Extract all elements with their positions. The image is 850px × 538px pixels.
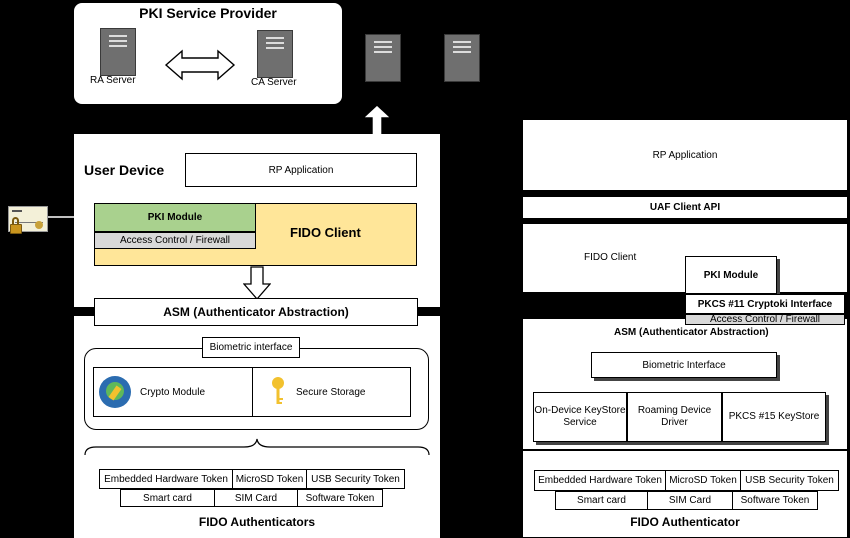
- pkcs11-box: PKCS #11 Cryptoki Interface: [685, 294, 845, 314]
- token-cell: MicroSD Token: [232, 469, 307, 489]
- fido-authenticator-title-right: FIDO Authenticator: [630, 515, 740, 529]
- token-cell: MicroSD Token: [665, 470, 741, 491]
- key-icon: [272, 377, 284, 404]
- asm-box: ASM (Authenticator Abstraction): [94, 298, 418, 326]
- pki-module-box-right: PKI Module: [685, 256, 777, 294]
- biometric-interface-box: Biometric interface: [202, 337, 300, 358]
- token-cell: Smart card: [555, 491, 648, 510]
- biometric-interface-label: Biometric interface: [209, 342, 293, 353]
- access-control-box: Access Control / Firewall: [94, 232, 256, 249]
- pkcs15-box: PKCS #15 KeyStore: [722, 392, 826, 442]
- crypto-module-label: Crypto Module: [140, 387, 206, 398]
- bidirectional-arrow-icon: [164, 49, 236, 81]
- fido-client-label: FIDO Client: [290, 225, 361, 240]
- token-cell: SIM Card: [214, 489, 298, 507]
- token-cell: Smart card: [120, 489, 215, 507]
- roaming-driver-box: Roaming Device Driver: [627, 392, 722, 442]
- ra-server-icon: [100, 28, 136, 76]
- biometric-interface-box-right: Biometric Interface: [591, 352, 777, 378]
- ra-server-label: RA Server: [90, 75, 136, 86]
- fido-client-label-right: FIDO Client: [584, 252, 637, 263]
- asm-label-right: ASM (Authenticator Abstraction): [614, 327, 769, 338]
- token-cell: Embedded Hardware Token: [534, 470, 666, 491]
- pki-module-label: PKI Module: [147, 212, 203, 223]
- token-cell: Software Token: [732, 491, 818, 510]
- rp-application-label: RP Application: [268, 164, 334, 176]
- access-control-box-right: Access Control / Firewall: [685, 314, 845, 325]
- pki-title: PKI Service Provider: [139, 5, 277, 21]
- rp-application-box: RP Application: [185, 153, 417, 187]
- token-cell: Embedded Hardware Token: [99, 469, 233, 489]
- fido-authenticators-title: FIDO Authenticators: [198, 515, 316, 529]
- arrow-down-icon: [243, 266, 271, 300]
- token-cell: USB Security Token: [740, 470, 839, 491]
- crypto-module-icon: [99, 376, 131, 408]
- uaf-client-api-box: UAF Client API: [522, 196, 848, 219]
- rp-application-box-right: RP Application: [522, 119, 848, 191]
- token-cell: USB Security Token: [306, 469, 405, 489]
- secure-storage-label: Secure Storage: [296, 387, 366, 398]
- token-cell: Software Token: [297, 489, 383, 507]
- access-control-label: Access Control / Firewall: [119, 235, 231, 246]
- keystore-service-box: On-Device KeyStore Service: [533, 392, 627, 442]
- brace-icon: [84, 438, 430, 456]
- pki-module-box: PKI Module: [94, 203, 256, 232]
- ca-server-icon: [257, 30, 293, 78]
- crypto-storage-divider: [252, 367, 253, 417]
- user-device-title: User Device: [84, 162, 165, 178]
- lock-shackle: [12, 217, 19, 225]
- asm-label: ASM (Authenticator Abstraction): [163, 305, 349, 319]
- pki-service-provider-panel: PKI Service Provider RA Server CA Server: [74, 3, 342, 104]
- ca-server-label: CA Server: [251, 77, 297, 88]
- token-cell: SIM Card: [647, 491, 733, 510]
- server-icon: [444, 34, 480, 82]
- lock-icon: [10, 224, 22, 234]
- server-icon: [365, 34, 401, 82]
